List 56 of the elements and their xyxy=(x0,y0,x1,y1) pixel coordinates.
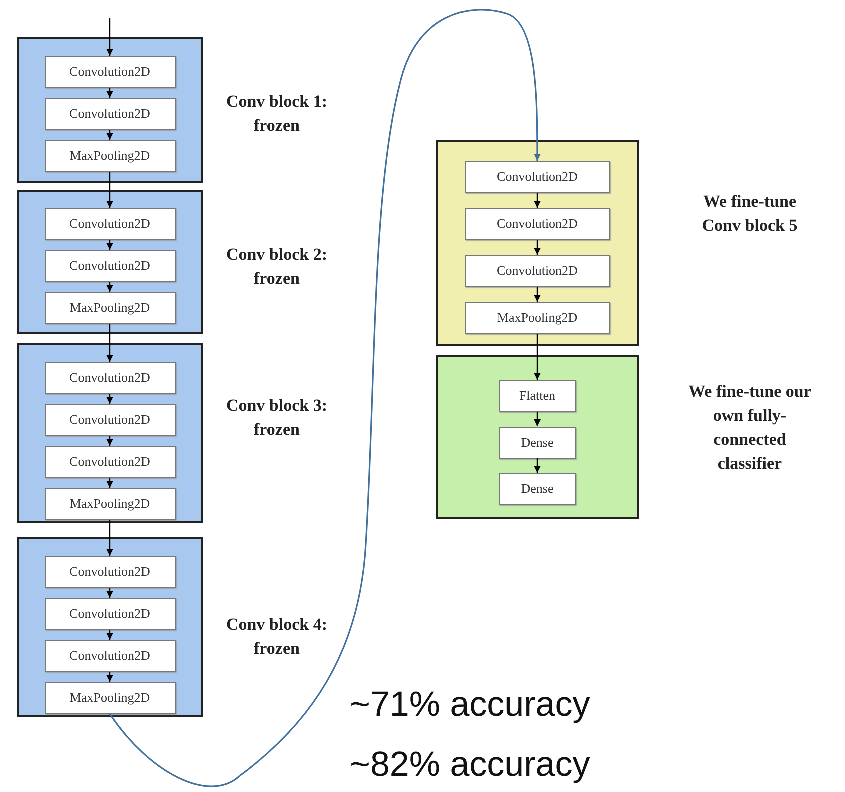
layer-box: Convolution2D xyxy=(465,255,610,287)
arrow xyxy=(109,9,541,788)
block-caption: We fine-tune Conv block 5 xyxy=(701,191,799,237)
arrow xyxy=(106,130,114,140)
arrow xyxy=(106,172,114,208)
accuracy-label: ~71% accuracy xyxy=(350,685,590,725)
block-caption: Conv block 1: frozen xyxy=(225,91,329,137)
layer-box: Convolution2D xyxy=(465,208,610,240)
layer-box: MaxPooling2D xyxy=(465,302,610,334)
arrow xyxy=(106,240,114,250)
layer-box: Convolution2D xyxy=(44,556,176,588)
block-caption: Conv block 2: frozen xyxy=(225,244,329,290)
arrow xyxy=(106,478,114,488)
arrow xyxy=(534,458,541,473)
block-panel xyxy=(17,37,203,183)
arrow xyxy=(534,412,541,426)
arrow xyxy=(106,672,114,682)
arrow xyxy=(106,588,114,598)
layer-box: Convolution2D xyxy=(465,161,610,193)
layer-box: MaxPooling2D xyxy=(44,140,176,172)
layer-box: Flatten xyxy=(499,380,576,412)
arrow xyxy=(106,324,114,362)
block-panel xyxy=(17,537,203,717)
arrow xyxy=(106,436,114,446)
layer-box: Convolution2D xyxy=(44,98,176,130)
arrow xyxy=(534,240,541,255)
arrow xyxy=(106,282,114,292)
block-panel xyxy=(436,140,639,346)
layer-box: MaxPooling2D xyxy=(44,488,176,520)
layer-box: MaxPooling2D xyxy=(44,292,176,324)
layer-box: Convolution2D xyxy=(44,362,176,394)
layer-box: Convolution2D xyxy=(44,208,176,240)
block-panel xyxy=(17,190,203,334)
layer-box: Convolution2D xyxy=(44,56,176,88)
layer-box: Dense xyxy=(499,426,576,458)
block-caption: We fine-tune our own fully-connected classifier xyxy=(688,381,812,475)
layer-box: Convolution2D xyxy=(44,404,176,436)
block-panel xyxy=(436,355,639,519)
arrow xyxy=(534,193,541,208)
block-panel xyxy=(17,343,203,523)
arrow xyxy=(106,520,114,556)
accuracy-label: ~82% accuracy xyxy=(350,745,590,785)
block-caption: Conv block 3: frozen xyxy=(225,395,329,441)
arrow xyxy=(106,394,114,404)
layer-box: Convolution2D xyxy=(44,250,176,282)
arrow xyxy=(106,18,114,56)
arrow xyxy=(106,88,114,98)
arrow xyxy=(534,287,541,302)
layer-box: Dense xyxy=(499,473,576,505)
layer-box: Convolution2D xyxy=(44,640,176,672)
arrow xyxy=(106,630,114,640)
layer-box: Convolution2D xyxy=(44,598,176,630)
layer-box: Convolution2D xyxy=(44,446,176,478)
layer-box: MaxPooling2D xyxy=(44,682,176,714)
arrow xyxy=(534,334,541,380)
block-caption: Conv block 4: frozen xyxy=(225,614,329,660)
